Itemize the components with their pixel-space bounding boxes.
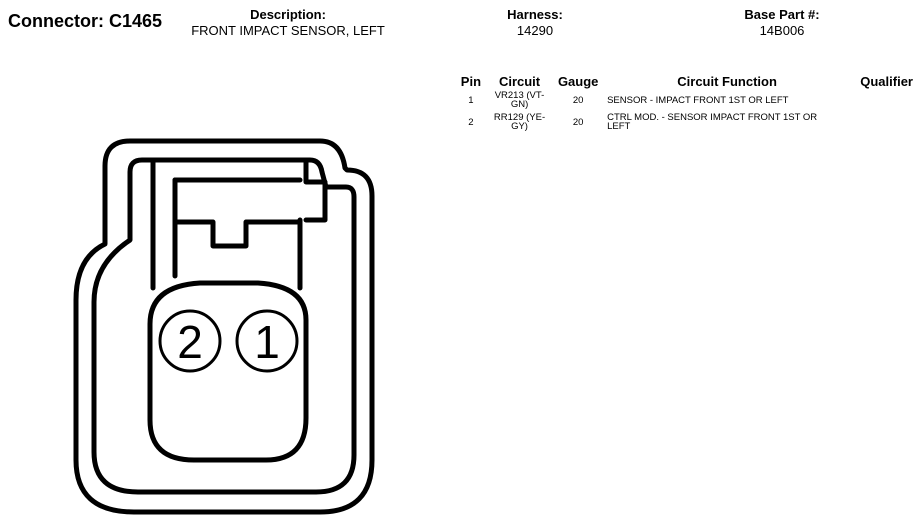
col-header-qualifier: Qualifier bbox=[860, 73, 913, 89]
circuit-cell: VR213 (VT- GN) bbox=[486, 89, 553, 111]
col-header-circuit: Circuit bbox=[498, 73, 541, 89]
harness-value: 14290 bbox=[516, 23, 554, 38]
col-header-pin: Pin bbox=[460, 73, 482, 89]
col-header-gauge: Gauge bbox=[557, 73, 599, 89]
circuit-line: VR213 (VT- bbox=[494, 90, 545, 101]
gauge-cell: 20 bbox=[572, 116, 584, 128]
lock-lever-window bbox=[172, 177, 303, 279]
connector-title: Connector: C1465 bbox=[8, 11, 163, 31]
circuit-line: GN) bbox=[510, 99, 529, 110]
pin-1-circle bbox=[235, 309, 299, 373]
housing-inner-outline bbox=[91, 157, 357, 495]
base-part-label: Base Part #: bbox=[744, 7, 820, 22]
circuit-cell: RR129 (YE- GY) bbox=[486, 111, 553, 133]
col-header-function: Circuit Function bbox=[677, 73, 777, 89]
base-part-block: Base Part #: 14B006 bbox=[732, 7, 832, 40]
function-line: LEFT bbox=[607, 121, 631, 132]
table-row: 2 RR129 (YE- GY) 20 CTRL MOD. - SENSOR I… bbox=[456, 111, 913, 133]
pin-2-label: 2 bbox=[177, 316, 203, 368]
function-cell: SENSOR - IMPACT FRONT 1ST OR LEFT bbox=[603, 89, 851, 111]
harness-block: Harness: 14290 bbox=[485, 7, 585, 40]
description-label: Description: bbox=[250, 7, 326, 22]
housing-outer-outline bbox=[73, 138, 375, 515]
description-block: Description: FRONT IMPACT SENSOR, LEFT bbox=[188, 7, 388, 40]
lock-lever bbox=[150, 157, 303, 291]
pin-number: 2 bbox=[468, 116, 474, 128]
function-cell: CTRL MOD. - SENSOR IMPACT FRONT 1ST OR L… bbox=[603, 111, 851, 133]
base-part-value: 14B006 bbox=[759, 23, 805, 38]
function-line: CTRL MOD. - SENSOR IMPACT FRONT 1ST OR bbox=[607, 112, 818, 123]
table-row: 1 VR213 (VT- GN) 20 SENSOR - IMPACT FRON… bbox=[456, 89, 913, 111]
harness-label: Harness: bbox=[507, 7, 563, 22]
latch-tab bbox=[172, 157, 328, 223]
function-line: SENSOR - IMPACT FRONT 1ST OR LEFT bbox=[607, 94, 789, 106]
pin-2-circle bbox=[158, 309, 222, 373]
pin-number: 1 bbox=[468, 94, 474, 106]
circuit-line: GY) bbox=[511, 121, 528, 132]
description-value: FRONT IMPACT SENSOR, LEFT bbox=[191, 23, 385, 38]
gauge-cell: 20 bbox=[572, 94, 584, 106]
pin-table: Pin Circuit Gauge Circuit Function Quali… bbox=[456, 73, 913, 133]
circuit-line: RR129 (YE- bbox=[493, 112, 546, 123]
pin-1-label: 1 bbox=[254, 316, 280, 368]
pin-table-header: Pin Circuit Gauge Circuit Function Quali… bbox=[456, 73, 913, 89]
terminal-cavity bbox=[147, 280, 309, 463]
